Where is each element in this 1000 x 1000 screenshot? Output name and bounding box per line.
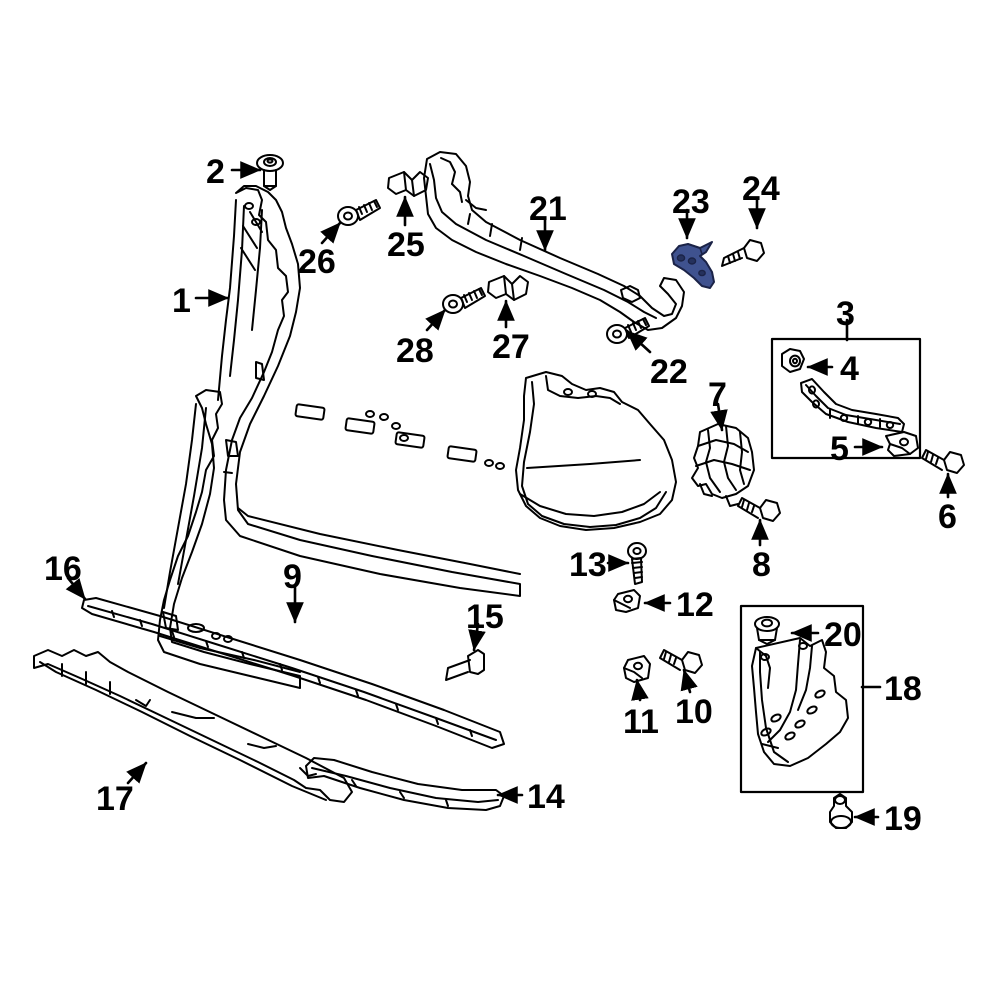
callout-number-26[interactable]: 26	[298, 243, 336, 281]
callout-number-3[interactable]: 3	[836, 295, 855, 333]
part-27-retaining-clip	[487, 275, 529, 301]
callout-number-10[interactable]: 10	[675, 693, 713, 731]
callout-number-15[interactable]: 15	[466, 598, 504, 636]
part-14-lower-spoiler-strip	[305, 757, 505, 811]
part-28-hex-head-screw	[442, 287, 486, 314]
callout-number-11[interactable]: 11	[623, 703, 659, 741]
part-9-front-bumper-cover	[515, 371, 677, 531]
callout-number-7[interactable]: 7	[708, 376, 727, 414]
callout-number-20[interactable]: 20	[824, 616, 862, 654]
part-2-push-pin-fastener	[256, 154, 284, 191]
callout-number-27[interactable]: 27	[492, 328, 530, 366]
part-23-highlighted-bumper-bracket	[671, 241, 715, 289]
part-4-grommet	[781, 348, 805, 373]
part-24-flange-bolt	[721, 239, 765, 267]
part-16-lower-molding-strip	[81, 597, 505, 749]
callout-number-28[interactable]: 28	[396, 332, 434, 370]
callout-number-4[interactable]: 4	[840, 350, 859, 388]
callout-number-23[interactable]: 23	[672, 183, 710, 221]
callout-number-22[interactable]: 22	[650, 353, 688, 391]
callout-number-2[interactable]: 2	[206, 153, 225, 191]
part-18-splash-shield	[751, 637, 849, 767]
part-19-push-pin-fastener	[829, 793, 853, 829]
part-17-lower-bumper-absorber	[33, 649, 353, 803]
part-3-bracket-body	[800, 378, 905, 433]
callout-number-6[interactable]: 6	[938, 498, 957, 536]
part-1-radiator-support	[157, 185, 521, 689]
callout-number-17[interactable]: 17	[96, 780, 134, 818]
inset-box-part-18-kit	[739, 604, 865, 794]
callout-number-14[interactable]: 14	[527, 778, 565, 816]
callout-number-13[interactable]: 13	[569, 546, 607, 584]
part-26-hex-head-screw	[337, 199, 381, 226]
part-12-u-nut-clip	[613, 589, 641, 613]
callout-number-16[interactable]: 16	[44, 550, 82, 588]
callout-number-25[interactable]: 25	[387, 226, 425, 264]
part-11-u-nut-clip	[623, 655, 651, 683]
part-6-flange-bolt	[921, 449, 965, 474]
part-10-flange-bolt	[659, 649, 703, 674]
callout-number-1[interactable]: 1	[172, 282, 191, 320]
callout-number-8[interactable]: 8	[752, 546, 771, 584]
part-7-bumper-side-bracket	[691, 423, 755, 507]
callout-number-18[interactable]: 18	[884, 670, 922, 708]
part-13-self-tapping-screw	[627, 542, 647, 585]
callout-number-19[interactable]: 19	[884, 800, 922, 838]
callout-leaders	[65, 161, 957, 826]
part-8-flange-bolt	[737, 497, 781, 522]
callout-number-12[interactable]: 12	[676, 586, 714, 624]
part-5-nut-plate	[885, 431, 919, 457]
callout-number-5[interactable]: 5	[830, 430, 849, 468]
callout-number-21[interactable]: 21	[529, 190, 567, 228]
callout-number-24[interactable]: 24	[742, 170, 780, 208]
part-15-bumper-stud	[445, 649, 485, 681]
part-21-bumper-reinforcement-bar	[423, 151, 685, 331]
part-25-retaining-clip	[387, 171, 429, 197]
callout-number-9[interactable]: 9	[283, 558, 302, 596]
part-20-grommet	[754, 616, 780, 645]
